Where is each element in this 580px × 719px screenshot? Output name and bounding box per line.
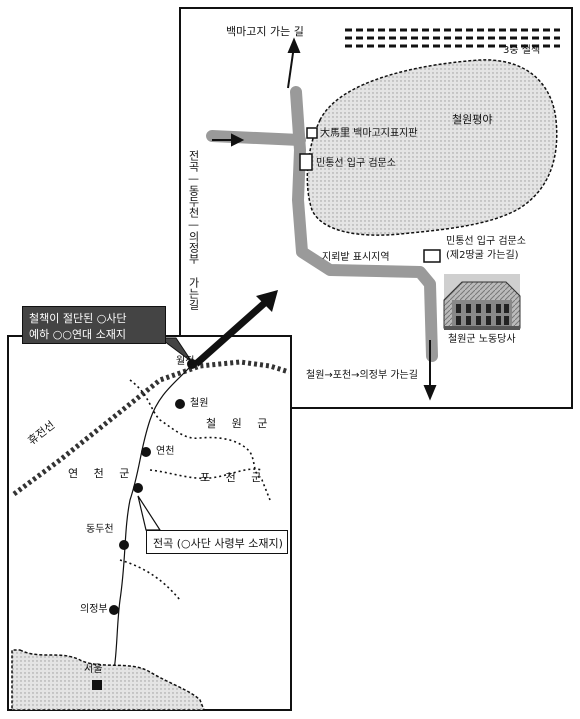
checkpoint-1-marker [299, 153, 313, 171]
labor-party-hq-photo [443, 274, 521, 330]
city-wolgeong: 월정 [176, 356, 195, 367]
triple-fence-label: 3중 철책 [503, 45, 541, 56]
city-dongducheon: 동두천 [86, 524, 114, 535]
inset-arrows [212, 37, 437, 401]
vertical-route-label: 전곡—동두천—의정부 가는길 [187, 150, 200, 310]
jeongok-callout: 전곡 (○사단 사령부 소재지) [146, 530, 288, 554]
baekmagoji-sign-label: 大馬里 백마고지표지판 [320, 128, 418, 139]
city-dots [109, 359, 197, 615]
cut-fence-callout-line2: 예하 ○○연대 소재지 [29, 328, 127, 341]
checkpoint-1-label: 민통선 입구 검문소 [316, 158, 396, 169]
baekmagoji-road-label: 백마고지 가는 길 [226, 25, 304, 38]
triple-fence [345, 28, 560, 48]
dmz-line [12, 359, 290, 497]
city-uijeongbu: 의정부 [80, 604, 108, 615]
seoul-marker [92, 680, 102, 690]
city-cheorwon: 철원 [190, 398, 209, 409]
hantan-river [109, 359, 197, 691]
checkpoint-2-label-1: 민통선 입구 검문소 [446, 236, 526, 247]
checkpoint-2-marker [423, 249, 441, 263]
checkpoint-2-label-2: (제2땅굴 가는길) [446, 250, 519, 261]
cut-fence-callout: 철책이 절단된 ○사단 예하 ○○연대 소재지 [22, 306, 166, 344]
dark-callout-pointer [158, 337, 193, 363]
county-cheorwon: 철 원 군 [206, 417, 274, 430]
jeongok-callout-text: 전곡 (○사단 사령부 소재지) [153, 537, 283, 550]
cheorwon-plain-area [306, 59, 558, 236]
cheorwon-plain-label: 철원평야 [452, 113, 493, 126]
seoul-boundary [11, 649, 206, 711]
county-borders [119, 379, 271, 601]
mine-area-label: 지뢰밭 표시지역 [322, 252, 390, 263]
sign-marker [306, 127, 318, 139]
city-seoul: 서울 [84, 664, 103, 675]
county-yeoncheon: 연 천 군 [68, 467, 136, 480]
big-pointer-arrow [193, 290, 278, 367]
road-to-uijeongbu-label: 철원→포천→의정부 가는길 [306, 370, 418, 381]
labor-party-hq-label: 철원군 노동당사 [448, 334, 516, 345]
cut-fence-callout-line1: 철책이 절단된 ○사단 [29, 312, 127, 325]
county-pocheon: 포 천 군 [200, 471, 268, 484]
city-yeoncheon: 연천 [156, 446, 175, 457]
